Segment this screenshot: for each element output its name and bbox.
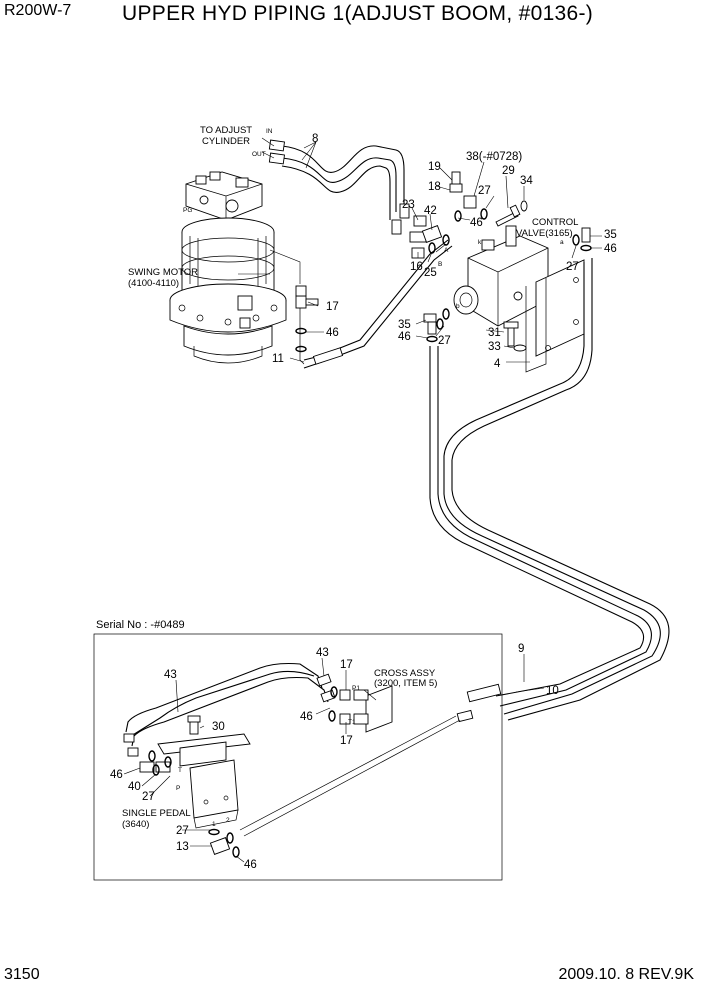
- to-adjust-label-1: TO ADJUST: [200, 125, 252, 136]
- callout-27d: 27: [142, 791, 155, 803]
- model-code: R200W-7: [4, 2, 72, 19]
- cross-assy-label-2: (3200, ITEM 5): [374, 678, 437, 689]
- callout-43b: 43: [316, 647, 329, 659]
- callout-10: 10: [546, 685, 559, 697]
- leader-lines: [123, 137, 602, 863]
- control-valve-label-1: CONTROL: [532, 217, 578, 228]
- callout-40: 40: [128, 781, 141, 793]
- callout-16: 16: [410, 261, 423, 273]
- callout-27e: 27: [176, 825, 189, 837]
- port-p1-label: P1: [352, 685, 360, 692]
- callout-numbers: 8 19 38(-#0728) 18 27 29 34 23 42 46 35 …: [110, 133, 617, 871]
- callout-35a: 35: [604, 229, 617, 241]
- callout-30: 30: [212, 721, 225, 733]
- single-pedal-label-2: (3640): [122, 819, 149, 830]
- cross-assy-label-1: CROSS ASSY: [374, 668, 436, 679]
- callout-8: 8: [312, 133, 318, 145]
- callout-27b: 27: [566, 261, 579, 273]
- callout-11: 11: [272, 353, 284, 365]
- cross-assy: [328, 685, 393, 733]
- callout-38: 38(-#0728): [466, 151, 522, 163]
- single-pedal-label-1: SINGLE PEDAL: [122, 808, 191, 819]
- swing-motor-label-2: (4100-4110): [128, 278, 179, 289]
- callout-27a: 27: [478, 185, 491, 197]
- port-b-small-label: b: [456, 303, 460, 310]
- port-b-label: B: [438, 261, 442, 268]
- port-1-label: 1: [212, 821, 216, 828]
- serial-no-label: Serial No : -#0489: [96, 619, 185, 631]
- swing-motor: [169, 171, 287, 364]
- callout-43a: 43: [164, 669, 177, 681]
- callout-46b: 46: [604, 243, 617, 255]
- swing-motor-label-1: SWING MOTOR: [128, 267, 198, 278]
- port-k-label: k: [478, 239, 482, 246]
- serial-inset-box: [93, 633, 503, 881]
- callout-34: 34: [520, 175, 533, 187]
- callout-35b: 35: [398, 319, 411, 331]
- callout-46c: 46: [326, 327, 339, 339]
- in-label: IN: [266, 128, 273, 135]
- hose-43: [123, 662, 336, 757]
- port-t-label: T: [178, 767, 182, 774]
- callout-25: 25: [424, 267, 437, 279]
- out-label: OUT: [252, 151, 266, 158]
- callout-13: 13: [176, 841, 189, 853]
- callout-33: 33: [488, 341, 501, 353]
- callout-18: 18: [428, 181, 441, 193]
- fitting-17-motor: [269, 249, 319, 353]
- callout-17b: 17: [340, 659, 353, 671]
- page-number: 3150: [4, 966, 40, 983]
- callout-27c: 27: [438, 335, 451, 347]
- port-2-label: 2: [226, 817, 230, 824]
- callout-19: 19: [428, 161, 441, 173]
- callout-17a: 17: [326, 301, 339, 313]
- callout-31: 31: [488, 327, 501, 339]
- callout-17c: 17: [340, 735, 353, 747]
- single-pedal: [139, 715, 251, 858]
- hose-11: [299, 239, 453, 369]
- text-labels: TO ADJUST CYLINDER IN OUT SWING MOTOR (4…: [96, 125, 578, 830]
- callout-4: 4: [494, 358, 501, 370]
- hoses-9-10: [239, 258, 670, 837]
- pg-label: PG: [183, 207, 192, 214]
- port-a-label: A: [444, 247, 449, 254]
- port-a-small-label: a: [560, 239, 564, 246]
- callout-46e: 46: [300, 711, 313, 723]
- callout-46f: 46: [110, 769, 123, 781]
- to-adjust-label-2: CYLINDER: [202, 136, 250, 147]
- callout-46g: 46: [244, 859, 257, 871]
- port-p-label: P: [176, 785, 180, 792]
- callout-23: 23: [402, 199, 415, 211]
- callout-46a: 46: [470, 217, 483, 229]
- hose-8: [268, 139, 410, 235]
- page-title: UPPER HYD PIPING 1(ADJUST BOOM, #0136-): [122, 2, 594, 25]
- port-t1-label: T1: [348, 719, 356, 726]
- callout-9: 9: [518, 643, 524, 655]
- control-valve: [453, 225, 585, 373]
- callout-46d: 46: [398, 331, 411, 343]
- callout-29: 29: [502, 165, 515, 177]
- callout-42: 42: [424, 205, 437, 217]
- control-valve-label-2: VALVE(3165): [516, 228, 573, 239]
- revision-date: 2009.10. 8 REV.9K: [558, 966, 694, 983]
